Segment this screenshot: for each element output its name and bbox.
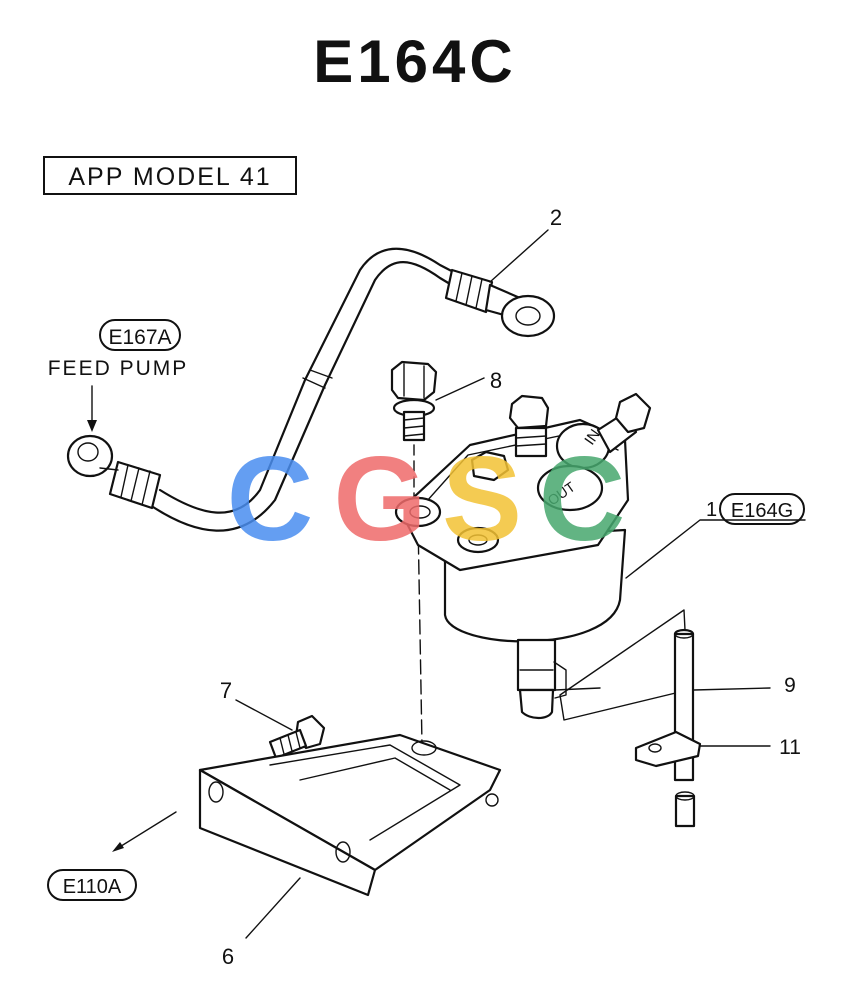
bracket-part-6 <box>198 733 502 897</box>
bracket-ref-label: E110A <box>63 876 122 898</box>
filter-ref-label: E164G <box>731 500 793 522</box>
pipe-part-9 <box>673 628 696 828</box>
feed-pump-ref-label: E167A <box>108 326 171 349</box>
fuel-hose <box>66 247 556 532</box>
watermark-letter: C <box>227 432 314 566</box>
filter-part-number: 1 <box>706 499 717 521</box>
model-box-label: APP MODEL 41 <box>68 163 271 191</box>
bolt-part-8 <box>390 360 438 442</box>
clip-part-11 <box>634 730 702 768</box>
watermark-logo: C G S C <box>227 432 626 566</box>
fuel-filter-assembly: IN OUT <box>394 392 652 720</box>
feed-pump-ref: E167A <box>99 319 181 351</box>
model-box: APP MODEL 41 <box>43 156 297 195</box>
part-number-2: 2 <box>550 205 562 230</box>
diagram-title: E164C <box>313 28 516 95</box>
watermark-letter: G <box>333 432 426 566</box>
bracket-ref: E110A <box>47 869 137 901</box>
part-number-11: 11 <box>779 736 801 759</box>
filter-ref: E164G <box>719 493 805 525</box>
bolt-part-7 <box>268 714 326 760</box>
part-number-7: 7 <box>220 678 232 703</box>
watermark-letter: C <box>539 432 626 566</box>
part-number-9: 9 <box>784 674 796 697</box>
part-number-8: 8 <box>490 368 502 393</box>
feed-pump-text: FEED PUMP <box>48 357 189 380</box>
part-number-6: 6 <box>222 944 234 969</box>
watermark-letter: S <box>442 432 522 566</box>
